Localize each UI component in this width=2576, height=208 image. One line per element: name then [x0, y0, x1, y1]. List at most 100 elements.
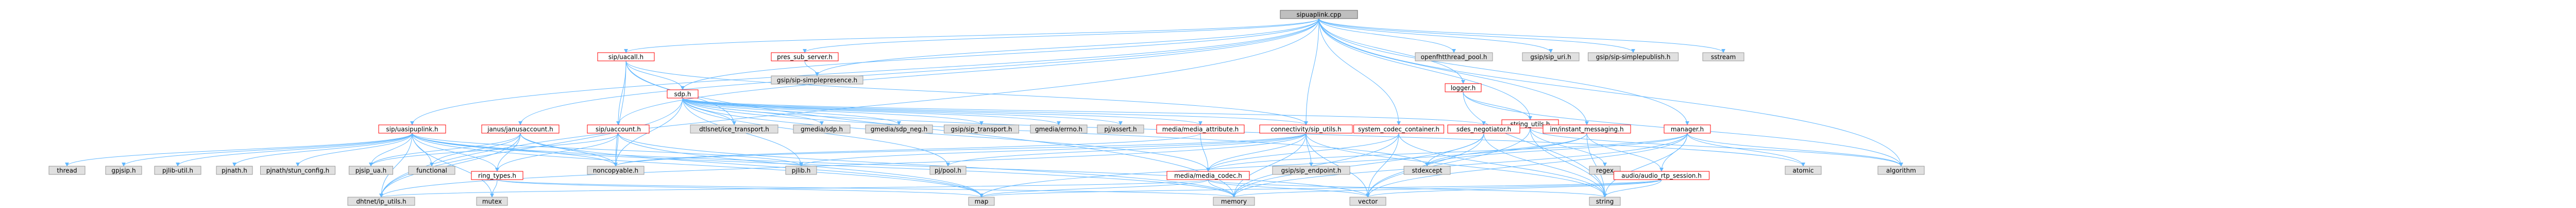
edge-conn_sip_utils-to-memory — [1232, 133, 1307, 198]
edge-manager-to-memory — [1232, 133, 1688, 198]
node-logger[interactable]: logger.h — [1445, 83, 1482, 92]
node-box — [347, 197, 415, 206]
node-media-attr[interactable]: media/media_attribute.h — [1156, 124, 1245, 134]
node-label: gsip/sip-simplepublish.h — [1596, 54, 1671, 61]
edge-manager-to-atomic — [1687, 133, 1805, 167]
node-sipuacall[interactable]: sip/uacall.h — [597, 52, 655, 61]
node-box — [1030, 124, 1088, 134]
node-box — [667, 89, 699, 99]
node-mutex: mutex — [476, 197, 508, 206]
node-label: gmedia/sdp_neg.h — [871, 126, 928, 133]
node-label: pj/pool.h — [935, 167, 961, 174]
edge-sdes_negotiator-to-stdexcept — [1425, 133, 1484, 167]
node-box — [481, 124, 560, 134]
node-pjassert: pj/assert.h — [1097, 124, 1144, 134]
node-gmedia-errno: gmedia/errno.h — [1030, 124, 1088, 134]
node-sdph[interactable]: sdp.h — [667, 89, 699, 99]
edge-root-to-sstream — [1318, 18, 1725, 53]
node-im-messaging[interactable]: im/instant_messaging.h — [1543, 124, 1631, 134]
edge-sipuasipuplink-to-pjnath — [232, 133, 413, 167]
node-ring-types[interactable]: ring_types.h — [471, 171, 523, 180]
node-label: im/instant_messaging.h — [1550, 126, 1623, 133]
node-box — [1280, 10, 1358, 19]
node-box — [597, 52, 655, 61]
node-pjnath-stun: pjnath/stun_config.h — [260, 166, 335, 175]
node-sipuasipuplink[interactable]: sip/uasipuplink.h — [378, 124, 446, 134]
node-label: audio/audio_rtp_session.h — [1621, 172, 1702, 180]
node-gsip-simplepublish: gsip/sip-simplepublish.h — [1588, 52, 1679, 61]
node-stdexcept: stdexcept — [1403, 166, 1451, 175]
node-gmedia-sdp-neg: gmedia/sdp_neg.h — [865, 124, 933, 134]
node-box — [929, 166, 967, 175]
edge-manager-to-stdexcept — [1425, 133, 1688, 167]
node-root[interactable]: sipuaplink.cpp — [1280, 10, 1358, 19]
node-box — [216, 166, 253, 175]
node-box — [105, 166, 142, 175]
edge-logger-to-string — [1463, 91, 1607, 198]
edge-media_attr-to-media_codec — [1200, 133, 1210, 172]
edge-janus-to-dtlsip_utils — [379, 133, 521, 198]
node-label: gsip/sip_uri.h — [1530, 54, 1571, 61]
node-label: connectivity/sip_utils.h — [1270, 126, 1341, 133]
node-label: openfhtthread_pool.h — [1421, 54, 1487, 61]
node-pres-sub-server[interactable]: pres_sub_server.h — [771, 52, 839, 61]
node-gsip-uri: gsip/sip_uri.h — [1522, 52, 1580, 61]
node-gsip-endpoint: gsip/sip_endpoint.h — [1272, 166, 1350, 175]
edge-audio_rtp-to-string — [1603, 179, 1662, 198]
edge-conn_sip_utils-to-noncopyable — [614, 133, 1307, 167]
edge-sipuasipuplink-to-pjlib_util — [176, 133, 413, 167]
node-label: sipuaplink.cpp — [1297, 11, 1342, 19]
edge-janus-to-functional — [430, 133, 521, 167]
node-label: functional — [416, 167, 447, 174]
edge-im_messaging-to-map — [979, 133, 1587, 198]
edge-sipuasipuplink-to-pjlib — [412, 133, 803, 167]
node-box — [771, 52, 839, 61]
edge-media_attr-to-noncopyable — [614, 133, 1201, 167]
edge-sipuacall-to-conn_sip_utils — [625, 60, 1308, 125]
edge-conn_sip_utils-to-pjlib — [799, 133, 1307, 167]
node-box — [476, 197, 508, 206]
node-label: ring_types.h — [478, 172, 516, 180]
node-media-codec[interactable]: media/media_codec.h — [1166, 171, 1250, 180]
edge-sdes_negotiator-to-string — [1483, 133, 1607, 198]
node-sstream: sstream — [1702, 52, 1744, 61]
node-manager[interactable]: manager.h — [1664, 124, 1711, 134]
node-label: map — [975, 198, 989, 205]
edge-root-to-openfhthread — [1318, 18, 1456, 53]
node-label: memory — [1221, 198, 1247, 205]
edge-manager-to-media_codec — [1206, 133, 1688, 172]
node-label: gsip/sip_transport.h — [951, 126, 1012, 133]
edge-system_codec-to-vector — [1366, 133, 1399, 198]
node-janus[interactable]: janus/janusaccount.h — [481, 124, 560, 134]
node-box — [587, 124, 650, 134]
node-label: gmedia/errno.h — [1035, 126, 1082, 133]
node-string: string — [1589, 197, 1621, 206]
node-algorithm: algorithm — [1877, 166, 1925, 175]
node-sipuaccount[interactable]: sip/uaccount.h — [587, 124, 650, 134]
node-box — [260, 166, 335, 175]
node-box — [154, 166, 201, 175]
node-box — [1166, 171, 1250, 180]
edge-janus-to-noncopyable — [520, 133, 618, 167]
node-label: media/media_codec.h — [1174, 172, 1242, 180]
node-label: pjsip_ua.h — [355, 167, 387, 174]
node-system-codec[interactable]: system_codec_container.h — [1353, 124, 1444, 134]
node-vector: vector — [1349, 197, 1386, 206]
edge-root-to-pres_sub_server — [803, 18, 1319, 53]
edge-sipuasipuplink-to-thread — [65, 133, 413, 167]
edge-root-to-algorithm — [1318, 18, 1903, 167]
node-audio-rtp[interactable]: audio/audio_rtp_session.h — [1614, 171, 1709, 180]
edge-media_codec-to-dtlsip_utils — [379, 179, 1209, 198]
node-box — [1614, 171, 1709, 180]
edge-root-to-janus — [518, 18, 1319, 125]
node-label: sip/uacall.h — [608, 54, 643, 61]
node-conn-sip-utils[interactable]: connectivity/sip_utils.h — [1259, 124, 1353, 134]
node-sdes-negotiator[interactable]: sdes_negotiator.h — [1447, 124, 1520, 134]
edge-sipuaccount-to-ring_types — [495, 133, 619, 172]
node-label: gsip/sip_endpoint.h — [1281, 167, 1342, 174]
edge-manager-to-algorithm — [1687, 133, 1903, 167]
node-memory: memory — [1213, 197, 1255, 206]
node-label: noncopyable.h — [593, 167, 638, 174]
edge-conn_sip_utils-to-string — [1306, 133, 1607, 198]
